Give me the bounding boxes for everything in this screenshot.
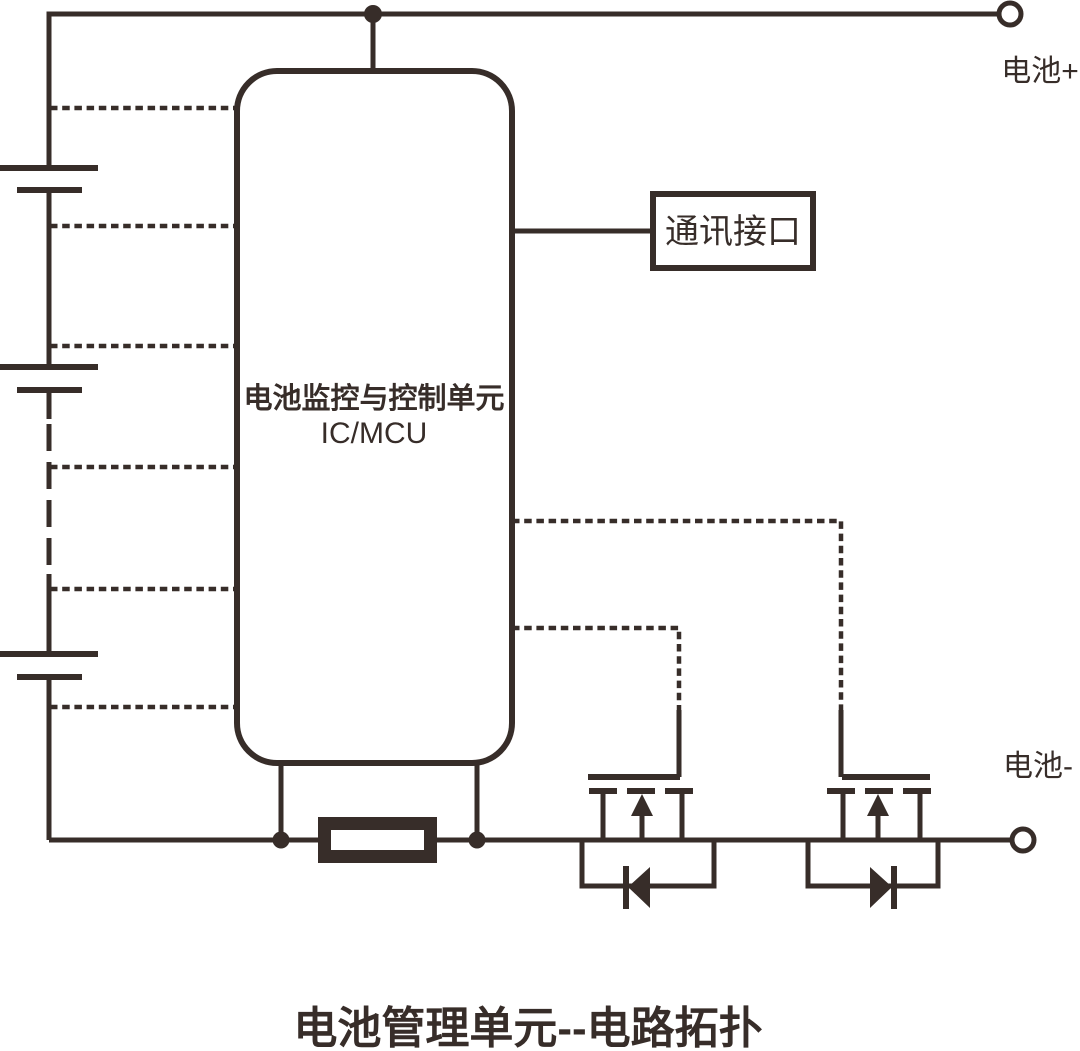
terminal-negative-circle (1009, 826, 1037, 854)
terminal-negative-label: 电池- (1003, 750, 1073, 783)
figure-title: 电池管理单元--电路拓扑 (293, 1004, 762, 1051)
diode-triangle-left (628, 867, 650, 908)
junction-dot (468, 831, 486, 849)
terminal-positive-label: 电池+ (1001, 55, 1079, 88)
terminal-positive-circle (996, 0, 1024, 28)
shunt-resistor (318, 817, 437, 863)
battery-cell-symbol (0, 364, 98, 393)
battery-cell-symbol (0, 165, 98, 193)
gate-drive-line-left (512, 625, 682, 712)
mcu-block-box (234, 68, 515, 766)
junction-dot (272, 831, 290, 849)
junction-dot (364, 5, 382, 23)
mcu-block-label-line2: IC/MCU (321, 417, 428, 450)
comm-block-box (650, 191, 816, 271)
gate-drive-line-right (512, 518, 844, 712)
positive-bus-wire (46, 11, 997, 165)
cell-voltage-tap-lines (50, 105, 237, 710)
comm-block-label: 通讯接口 (665, 213, 801, 251)
battery-cell-symbol (0, 651, 98, 680)
mosfet-symbol-left (579, 774, 717, 909)
diode-triangle-right (870, 867, 892, 908)
mcu-block-label-line1: 电池监控与控制单元 (243, 382, 504, 415)
mosfet-substrate-arrow-head (867, 794, 889, 816)
mosfet-symbol-right (805, 774, 941, 909)
mosfet-substrate-arrow-head (631, 794, 653, 816)
